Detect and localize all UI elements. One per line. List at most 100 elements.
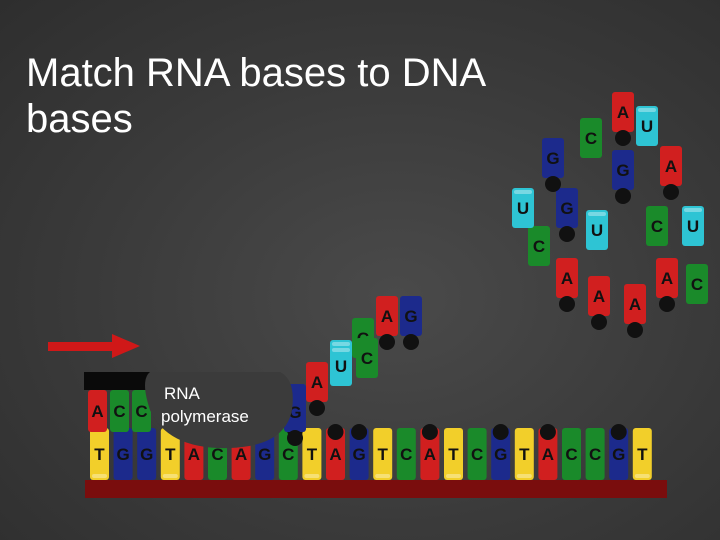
rna-base: C	[686, 264, 708, 304]
base-knob	[627, 322, 643, 338]
coding-base: C	[110, 390, 129, 432]
rna-base: U	[330, 346, 352, 386]
rna-base-label: A	[617, 103, 629, 122]
coding-base: C	[132, 390, 151, 432]
dna-base-label: A	[542, 445, 554, 464]
dna-base: C	[396, 428, 416, 480]
rna-base-label: A	[593, 287, 605, 306]
template-knob	[351, 424, 368, 440]
rna-base: U	[636, 106, 658, 146]
base-knob	[591, 314, 607, 330]
rna-base-label: U	[687, 217, 699, 236]
rna-base: A	[660, 146, 682, 200]
page-title: Match RNA bases to DNA bases	[26, 51, 484, 141]
rna-base: G	[556, 188, 578, 242]
direction-arrow	[48, 334, 140, 358]
dna-base-label: T	[307, 445, 318, 464]
template-knob	[610, 424, 627, 440]
rna-base: A	[612, 92, 634, 146]
rna-base: A	[376, 296, 398, 350]
dna-base-label: G	[116, 445, 129, 464]
rna-base: A	[588, 276, 610, 330]
dna-base: T	[90, 428, 109, 480]
coding-base-label: A	[91, 402, 103, 421]
rna-base: G	[542, 138, 564, 192]
dna-base: T	[514, 428, 534, 480]
dna-base-label: A	[329, 445, 341, 464]
rna-base-label: U	[335, 357, 347, 376]
rna-base-label: U	[591, 221, 603, 240]
rna-base-label: G	[404, 307, 417, 326]
coding-base-label: C	[113, 402, 125, 421]
base-knob	[287, 430, 303, 446]
dna-base: A	[538, 428, 558, 480]
coding-base: A	[88, 390, 107, 432]
rna-base: U	[586, 210, 608, 250]
rna-base-label: G	[616, 161, 629, 180]
template-knob	[492, 424, 509, 440]
base-knob	[559, 296, 575, 312]
coding-strand-backbone	[84, 372, 150, 390]
rna-base: C	[580, 118, 602, 158]
rna-base: G	[284, 392, 306, 446]
template-knob	[539, 424, 556, 440]
dna-base-label: A	[188, 445, 200, 464]
dna-base-label: C	[400, 445, 412, 464]
rna-base: G	[400, 296, 422, 350]
dna-base-label: T	[519, 445, 530, 464]
dna-base: T	[632, 428, 652, 480]
polymerase-label-line1: RNA	[164, 384, 201, 403]
dna-base-label: A	[424, 445, 436, 464]
dna-base-label: C	[565, 445, 577, 464]
rna-base: C	[528, 226, 550, 266]
dna-base-label: G	[612, 445, 625, 464]
dna-base: T	[160, 428, 180, 480]
base-knob	[309, 400, 325, 416]
rna-base: G	[612, 150, 634, 204]
rna-base-label: G	[546, 149, 559, 168]
dna-base-label: C	[589, 445, 601, 464]
rna-base-label: A	[381, 307, 393, 326]
dna-base-label: T	[637, 445, 648, 464]
rna-base: A	[624, 284, 646, 338]
rna-base-label: C	[651, 217, 663, 236]
base-knob	[663, 184, 679, 200]
rna-base: C	[356, 338, 378, 378]
rna-base-label: A	[561, 269, 573, 288]
dna-base: A	[326, 428, 345, 480]
base-knob	[615, 188, 631, 204]
rna-base-label: A	[311, 373, 323, 392]
dna-base: G	[491, 428, 511, 480]
rna-base: U	[682, 206, 704, 246]
dna-base-label: T	[165, 445, 176, 464]
rna-base-label: C	[585, 129, 597, 148]
dna-backbone	[85, 480, 667, 498]
rna-base: U	[512, 188, 534, 228]
dna-base: G	[349, 428, 369, 480]
rna-base: A	[656, 258, 678, 312]
rna-base-label: C	[361, 349, 373, 368]
dna-base: G	[113, 428, 133, 480]
dna-base-label: T	[448, 445, 459, 464]
dna-base: G	[609, 428, 629, 480]
base-knob	[545, 176, 561, 192]
base-knob	[403, 334, 419, 350]
template-knob	[421, 424, 438, 440]
rna-base-label: U	[641, 117, 653, 136]
dna-base: A	[420, 428, 440, 480]
rna-base-label: A	[665, 157, 677, 176]
rna-base: A	[306, 362, 328, 416]
dna-base-label: G	[258, 445, 271, 464]
dna-base-label: G	[494, 445, 507, 464]
rna-polymerase: RNA polymerase	[145, 372, 293, 449]
base-knob	[615, 130, 631, 146]
rna-base-label: U	[517, 199, 529, 218]
dna-base-label: G	[352, 445, 365, 464]
dna-base-label: A	[235, 445, 247, 464]
dna-base: T	[373, 428, 393, 480]
template-knob	[327, 424, 344, 440]
base-knob	[379, 334, 395, 350]
dna-base-label: C	[471, 445, 483, 464]
